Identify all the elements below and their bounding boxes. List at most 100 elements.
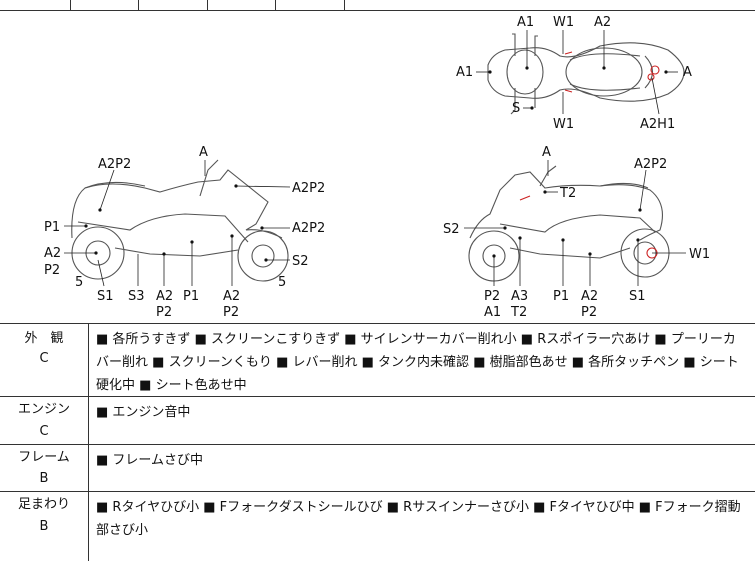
- damage-code-label: P2: [223, 305, 239, 320]
- cell-divider: [207, 0, 208, 10]
- remark-item: ■ シート色あせ中: [139, 378, 246, 393]
- damage-diagram: A1 W1 A2 A1 A S W1 A2H1 A A2P2 A2P2 P1 A…: [0, 10, 755, 324]
- remark-text: エンジン音中: [108, 405, 191, 420]
- remark-text: Rスポイラー穴あけ: [533, 332, 655, 347]
- frame-heading-cell: フレーム B: [0, 445, 89, 491]
- damage-code-label: S1: [629, 289, 646, 304]
- bullet-icon: ■: [344, 332, 357, 347]
- remark-text: Rタイヤひび小: [108, 500, 204, 515]
- top-table-edge: [0, 0, 755, 11]
- engine-row: エンジン C ■ エンジン音中: [0, 397, 755, 445]
- remark-item: ■ サイレンサーカバー削れ小: [344, 332, 521, 347]
- damage-code-label: A2P2: [98, 157, 131, 172]
- remark-item: ■ Fフォークダストシールひび: [203, 500, 387, 515]
- left-view-labels: A A2P2 A2P2 P1 A2P2 A2 P2 S2 5 5 S1 S3 A…: [44, 145, 325, 320]
- remark-item: ■ レバー削れ: [276, 355, 362, 370]
- damage-code-label: T2: [510, 305, 527, 320]
- suspension-row: 足まわり B ■ Rタイヤひび小 ■ Fフォークダストシールひび ■ Rサスイン…: [0, 492, 755, 561]
- bullet-icon: ■: [520, 332, 534, 347]
- remark-item: ■ Rスポイラー穴あけ: [521, 332, 655, 347]
- remark-text: サイレンサーカバー削れ小: [356, 332, 521, 347]
- damage-code-label: A1: [484, 305, 501, 320]
- frame-grade: B: [39, 471, 49, 486]
- bullet-icon: ■: [152, 355, 165, 370]
- right-view-scooter: [468, 165, 670, 282]
- scooter-diagram-svg: A1 W1 A2 A1 A S W1 A2H1 A A2P2 A2P2 P1 A…: [44, 15, 710, 320]
- damage-code-label: A: [683, 65, 692, 80]
- damage-code-label: A2: [594, 15, 611, 30]
- damage-code-label: S2: [443, 222, 460, 237]
- damage-code-label: A2P2: [292, 181, 325, 196]
- remark-item: ■ Fタイヤひび中: [533, 500, 639, 515]
- bullet-icon: ■: [683, 355, 696, 370]
- bullet-icon: ■: [96, 405, 109, 420]
- left-view-scooter: [71, 159, 289, 282]
- bullet-icon: ■: [638, 500, 652, 515]
- damage-code-label: A2H1: [640, 117, 675, 132]
- damage-code-label: P2: [484, 289, 500, 304]
- bullet-icon: ■: [571, 355, 585, 370]
- remark-item: ■ エンジン音中: [96, 405, 190, 420]
- remark-text: シート硬化中: [96, 355, 739, 393]
- remark-item: ■ 各所うすきず: [96, 332, 195, 347]
- remark-item: ■ シート硬化中: [96, 355, 739, 393]
- suspension-heading: 足まわり: [17, 497, 70, 512]
- remark-item: ■ 各所タッチペン: [572, 355, 684, 370]
- suspension-grade: B: [39, 519, 49, 534]
- right-view-labels: A A2P2 T2 S2 W1 P2 A1 A3 T2 P1 A2 P2 S1: [443, 145, 710, 320]
- exterior-row: 外 観 C ■ 各所うすきず ■ スクリーンこすりきず ■ サイレンサーカバー削…: [0, 324, 755, 397]
- damage-code-label: S2: [292, 254, 309, 269]
- remark-item: ■ スクリーンこすりきず: [195, 332, 345, 347]
- bullet-icon: ■: [96, 500, 109, 515]
- suspension-items: ■ Rタイヤひび小 ■ Fフォークダストシールひび ■ Rサスインナーさび小 ■…: [96, 496, 747, 542]
- remark-text: レバー削れ: [288, 355, 362, 370]
- remark-text: Rサスインナーさび小: [399, 500, 534, 515]
- cell-divider: [275, 0, 276, 10]
- bullet-icon: ■: [533, 500, 546, 515]
- damage-code-label: P2: [581, 305, 597, 320]
- engine-items: ■ エンジン音中: [96, 401, 747, 424]
- damage-code-label: S: [512, 101, 520, 116]
- remark-text: スクリーンこすりきず: [206, 332, 345, 347]
- remark-item: ■ Fフォーク摺動部さび小: [96, 500, 741, 538]
- suspension-heading-cell: 足まわり B: [0, 492, 89, 561]
- damage-code-label: P2: [156, 305, 172, 320]
- damage-code-label: 5: [278, 275, 286, 290]
- damage-code-label: P2: [44, 263, 60, 278]
- damage-code-label: S3: [128, 289, 145, 304]
- exterior-heading-cell: 外 観 C: [0, 324, 89, 396]
- bullet-icon: ■: [654, 332, 667, 347]
- damage-code-label: W1: [553, 117, 574, 132]
- engine-heading: エンジン: [17, 402, 70, 417]
- damage-code-label: A2: [44, 246, 61, 261]
- exterior-heading: 外 観: [24, 331, 64, 346]
- remark-item: ■ プーリーカバー削れ: [96, 332, 736, 370]
- damage-code-label: S1: [97, 289, 114, 304]
- cell-divider: [70, 0, 71, 10]
- top-view-labels: A1 W1 A2 A1 A S W1 A2H1: [456, 15, 692, 132]
- bullet-icon: ■: [139, 378, 152, 393]
- damage-code-label: P1: [44, 220, 60, 235]
- remark-text: Fタイヤひび中: [545, 500, 639, 515]
- engine-grade: C: [39, 424, 49, 439]
- remark-item: ■ フレームさび中: [96, 453, 203, 468]
- damage-code-label: A2: [156, 289, 173, 304]
- damage-code-label: A1: [456, 65, 473, 80]
- bullet-icon: ■: [96, 453, 109, 468]
- damage-code-label: A3: [511, 289, 528, 304]
- remark-text: Fフォーク摺動部さび小: [96, 500, 741, 538]
- damage-code-label: A2P2: [634, 157, 667, 172]
- exterior-items: ■ 各所うすきず ■ スクリーンこすりきず ■ サイレンサーカバー削れ小 ■ R…: [96, 328, 747, 397]
- damage-code-label: A1: [517, 15, 534, 30]
- remark-text: Fフォークダストシールひび: [215, 500, 387, 515]
- remark-text: 樹脂部色あせ: [485, 355, 572, 370]
- bullet-icon: ■: [473, 355, 486, 370]
- cell-divider: [344, 0, 345, 10]
- frame-heading: フレーム: [18, 450, 70, 465]
- frame-row: フレーム B ■ フレームさび中: [0, 445, 755, 492]
- bullet-icon: ■: [276, 355, 289, 370]
- bullet-icon: ■: [96, 332, 109, 347]
- remark-text: スクリーンくもり: [164, 355, 277, 370]
- damage-code-label: W1: [553, 15, 574, 30]
